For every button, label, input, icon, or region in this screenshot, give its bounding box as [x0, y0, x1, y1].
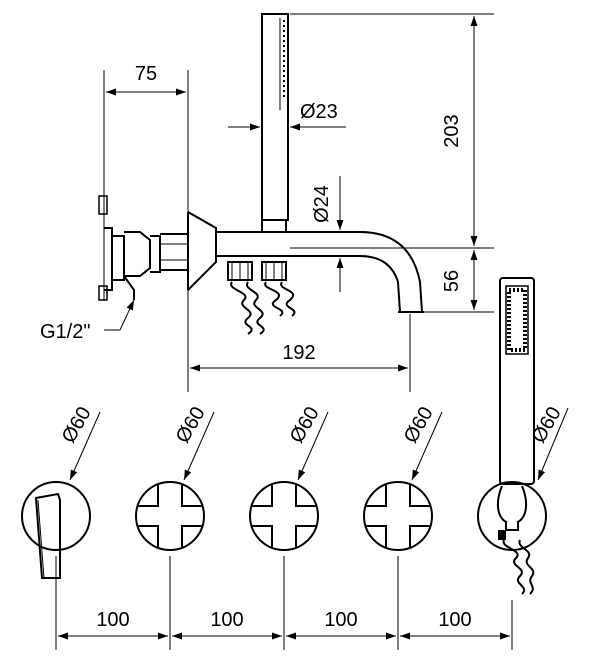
- dim-spout-projection: 192: [187, 290, 411, 392]
- cover-plate-hose: [477, 481, 547, 595]
- dim-cover-diameter-3: Ø60: [286, 403, 329, 481]
- flexible-hose-left: [230, 281, 265, 335]
- bath-spout: [216, 231, 424, 313]
- thread-callout: G1/2": [40, 299, 135, 343]
- dim-spout-height: 56: [424, 250, 494, 313]
- dim-d24-label: Ø24: [311, 185, 333, 223]
- dim-cover-diameter-1: Ø60: [58, 403, 101, 481]
- front-view: Ø60 Ø60 Ø60 Ø60 Ø60 1: [21, 403, 569, 650]
- valve-body: [98, 190, 189, 301]
- dim-body-width: 75: [103, 63, 189, 212]
- cover-plate-handle-2: [249, 481, 319, 551]
- dim-75-label: 75: [135, 63, 157, 85]
- dim-cover-diameter-4: Ø60: [400, 403, 443, 481]
- diverter-knob: [261, 219, 287, 233]
- dim-spout-diameter: Ø24: [311, 176, 344, 292]
- flexible-hose-right: [264, 281, 296, 317]
- dim-100-label-3: 100: [324, 609, 357, 631]
- handshower-front: [499, 277, 535, 485]
- dim-56-label: 56: [441, 270, 463, 292]
- dim-100-label-4: 100: [438, 609, 471, 631]
- dim-handshower-height: 203: [290, 13, 494, 249]
- handshower-side: [261, 13, 289, 221]
- hose-connectors: [227, 261, 287, 281]
- dim-d60-label-2: Ø60: [172, 403, 210, 447]
- cover-plate-handle-1: [135, 481, 205, 551]
- dim-100-label-1: 100: [96, 609, 129, 631]
- dim-cover-diameter-2: Ø60: [172, 403, 215, 481]
- dim-100-label-2: 100: [210, 609, 243, 631]
- dim-203-label: 203: [441, 114, 463, 147]
- wall-escutcheon: [187, 211, 217, 291]
- dim-d60-label-1: Ø60: [58, 403, 96, 447]
- side-view: 75 Ø23 203 Ø24 56: [40, 13, 535, 485]
- dim-d60-label-3: Ø60: [286, 403, 324, 447]
- dim-spacing: 100 100 100 100: [55, 556, 513, 650]
- cover-plate-spout: [21, 481, 91, 579]
- cover-plate-handle-3: [363, 481, 433, 551]
- thread-label: G1/2": [40, 321, 90, 343]
- dim-d23-label: Ø23: [300, 101, 338, 123]
- dim-handshower-diameter: Ø23: [228, 101, 346, 131]
- dim-d60-label-4: Ø60: [400, 403, 438, 447]
- dim-192-label: 192: [282, 342, 315, 364]
